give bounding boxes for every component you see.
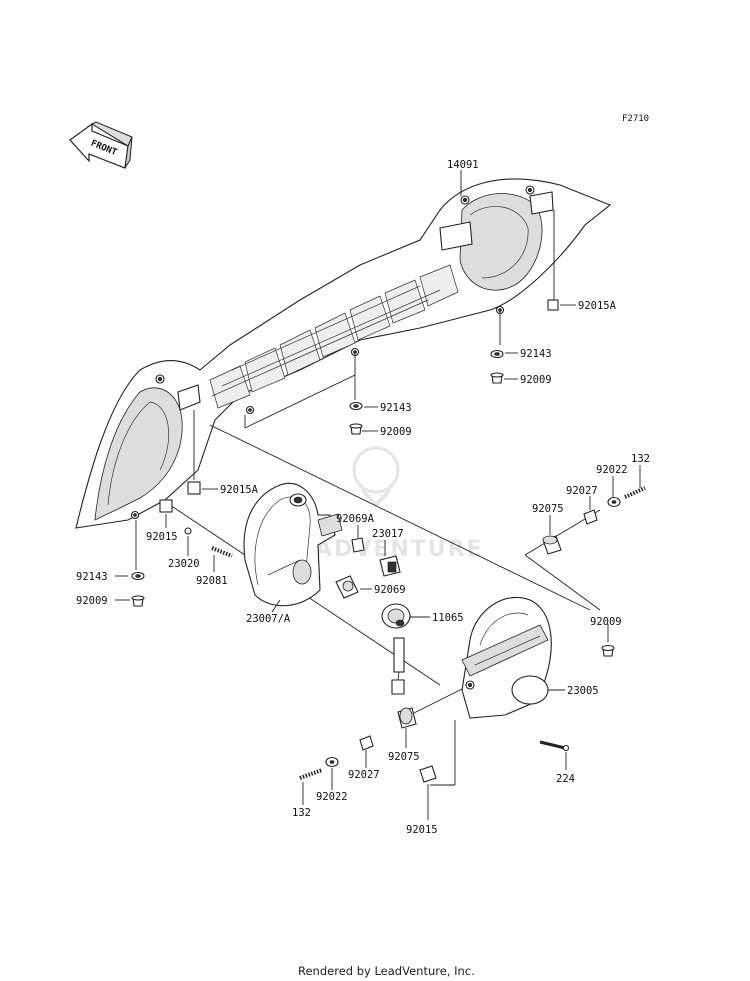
- label-92015A-right: 92015A: [578, 300, 617, 312]
- bottom-hardware: [299, 707, 437, 783]
- front-arrow-icon: FRONT: [69, 121, 133, 169]
- label-132-right: 132: [631, 453, 650, 465]
- label-92069: 92069: [374, 584, 406, 596]
- label-92015-bottom: 92015: [406, 824, 438, 836]
- label-92015-left: 92015: [146, 531, 178, 543]
- figure-id: F2710: [622, 114, 649, 124]
- label-92069A: 92069A: [336, 513, 375, 525]
- label-leaders: [115, 170, 641, 820]
- label-92009-left: 92009: [76, 595, 108, 607]
- upper-hardware: [349, 299, 559, 435]
- bulbs-and-sockets: [335, 537, 411, 695]
- label-224: 224: [556, 773, 575, 785]
- label-23007A: 23007/A: [246, 613, 291, 625]
- label-23005: 23005: [567, 685, 599, 697]
- footer-credit: Rendered by LeadVenture, Inc.: [298, 964, 475, 978]
- label-92022-right: 92022: [596, 464, 628, 476]
- headlight-unit: [243, 482, 343, 607]
- label-92143-right: 92143: [520, 348, 552, 360]
- label-23020: 23020: [168, 558, 200, 570]
- label-14091: 14091: [447, 159, 479, 171]
- label-11065: 11065: [432, 612, 464, 624]
- label-92027-right: 92027: [566, 485, 598, 497]
- label-92081: 92081: [196, 575, 228, 587]
- label-92143-center: 92143: [380, 402, 412, 414]
- label-92027-bottom: 92027: [348, 769, 380, 781]
- headlight-housing: [461, 596, 570, 752]
- right-hardware: [542, 486, 646, 657]
- label-23017: 23017: [372, 528, 404, 540]
- label-92009-far-right: 92009: [590, 616, 622, 628]
- label-92143-left: 92143: [76, 571, 108, 583]
- label-92015A-left: 92015A: [220, 484, 259, 496]
- label-92009-center: 92009: [380, 426, 412, 438]
- label-92022-bottom: 92022: [316, 791, 348, 803]
- label-92075-right: 92075: [532, 503, 564, 515]
- label-92075-bottom: 92075: [388, 751, 420, 763]
- headlight-cover: [75, 178, 612, 529]
- label-92009-right: 92009: [520, 374, 552, 386]
- part-labels: 14091 92015A 92143 92009 92143 92009 920…: [76, 159, 650, 836]
- left-hardware: [131, 481, 233, 607]
- label-132-bottom: 132: [292, 807, 311, 819]
